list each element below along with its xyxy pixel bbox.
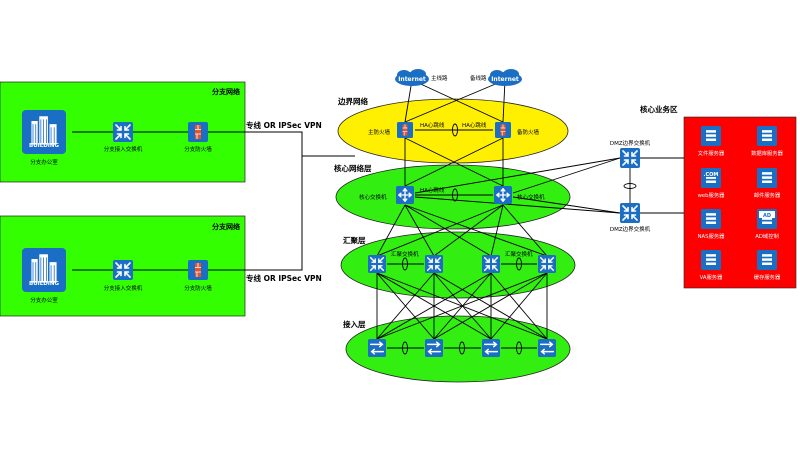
- mail-server-icon: [757, 168, 777, 188]
- wan-links: [208, 131, 355, 271]
- branch-office-1-icon: BUILDING: [21, 110, 67, 154]
- access-switch-1-icon: [367, 339, 387, 357]
- aggregation-switch-1-icon: [367, 255, 387, 273]
- aggregation-switch-4-icon: [537, 255, 557, 273]
- access-switch-3-icon: [481, 339, 501, 357]
- core-network-title: 核心网络层: [334, 163, 372, 173]
- branch-firewall-2-label: 分支防火墙: [184, 284, 212, 292]
- cache-server-icon: [757, 250, 777, 270]
- va-server-icon: [701, 250, 721, 270]
- internet-backup-label: Internet: [491, 76, 519, 83]
- database-server-icon: [757, 126, 777, 146]
- dmz-switch-top-label: DMZ边界交换机: [610, 139, 651, 147]
- core-switch-right-icon: [493, 186, 513, 204]
- main-line-label: 主线路: [431, 74, 448, 82]
- access-switch-4-icon: [537, 339, 557, 357]
- file-server-label: 文件服务器: [698, 149, 725, 157]
- access-switch-2-icon: [424, 339, 444, 357]
- branch-office-2-icon: BUILDING: [21, 248, 67, 292]
- branch-1-link-label: 专线 OR IPSec VPN: [246, 120, 322, 130]
- ad-server-label: AD域控制: [755, 232, 779, 240]
- database-server-label: 数据库服务器: [751, 149, 783, 157]
- core-switch-left-icon: [395, 186, 415, 204]
- border-ha-label-left: HA心跳线: [420, 121, 445, 129]
- cache-server-label: 缓存服务器: [754, 273, 781, 281]
- access-zone: [345, 315, 571, 383]
- branch-network-1: 分支网络 BUILDING 分支办公室 分支接入交换机 分支防火墙: [0, 81, 246, 183]
- ad-server-badge: AD: [763, 213, 771, 219]
- dmz-switch-bottom-label: DMZ边界交换机: [610, 225, 651, 233]
- link-aggregation-marks: [402, 123, 637, 355]
- core-services-zone: 核心业务区 文件服务器 数据库服务器 .COM web服务器 邮件服务器 NAS…: [640, 104, 797, 289]
- branch-firewall-1-icon: [188, 122, 208, 142]
- internet-cloud-backup: Internet: [488, 69, 522, 86]
- branch-firewall-1-label: 分支防火墙: [184, 145, 212, 153]
- web-server-badge: .COM: [704, 172, 719, 178]
- branch-office-1-logo: BUILDING: [29, 143, 59, 149]
- va-server-label: VA服务器: [700, 273, 724, 281]
- dmz-switch-top-icon: [620, 148, 640, 168]
- branch-access-switch-1-label: 分支接入交换机: [104, 145, 143, 153]
- branch-office-2-label: 分支办公室: [30, 296, 58, 304]
- branch-access-switch-1-icon: [113, 122, 133, 142]
- backup-firewall-icon: [494, 122, 512, 138]
- core-switch-left-label: 核心交换机: [359, 193, 387, 201]
- internet-main-label: Internet: [398, 76, 426, 83]
- branch-access-switch-2-icon: [113, 260, 133, 280]
- border-ha-label-right: HA心跳线: [462, 121, 487, 129]
- branch-office-1-label: 分支办公室: [30, 158, 58, 166]
- topology-links: [376, 79, 684, 349]
- border-network-title: 边界网络: [337, 96, 368, 106]
- branch-2-link-label: 专线 OR IPSec VPN: [246, 273, 322, 283]
- core-services-title: 核心业务区: [640, 104, 678, 114]
- mail-server-label: 邮件服务器: [754, 191, 781, 199]
- aggregation-switch-3-icon: [481, 255, 501, 273]
- primary-firewall-icon: [396, 122, 414, 138]
- branch-access-switch-2-label: 分支接入交换机: [104, 284, 143, 292]
- backup-firewall-label: 备防火墙: [517, 128, 540, 136]
- nas-server-label: NAS服务器: [698, 232, 726, 240]
- core-ha-label: HA心跳线: [420, 186, 445, 194]
- aggregation-left-label: 汇聚交换机: [391, 250, 419, 258]
- branch-network-1-title: 分支网络: [212, 87, 240, 96]
- dmz-switch-bottom-icon: [620, 203, 640, 223]
- branch-network-2: 分支网络 BUILDING 分支办公室 分支接入交换机 分支防火墙: [0, 215, 246, 317]
- aggregation-switch-2-icon: [424, 255, 444, 273]
- access-title: 接入层: [343, 319, 366, 329]
- core-switch-right-label: 核心交换机: [517, 193, 545, 201]
- aggregation-title: 汇聚层: [343, 235, 366, 245]
- file-server-icon: [701, 126, 721, 146]
- branch-network-2-title: 分支网络: [212, 222, 240, 231]
- nas-server-icon: [701, 209, 721, 229]
- core-services-area: [683, 116, 797, 289]
- branch-office-2-logo: BUILDING: [29, 281, 59, 287]
- branch-firewall-2-icon: [188, 260, 208, 280]
- internet-cloud-main: Internet: [395, 69, 429, 86]
- aggregation-right-label: 汇聚交换机: [505, 250, 533, 258]
- primary-firewall-label: 主防火墙: [368, 128, 391, 136]
- web-server-label: web服务器: [698, 191, 726, 199]
- backup-line-label: 备线路: [470, 74, 487, 82]
